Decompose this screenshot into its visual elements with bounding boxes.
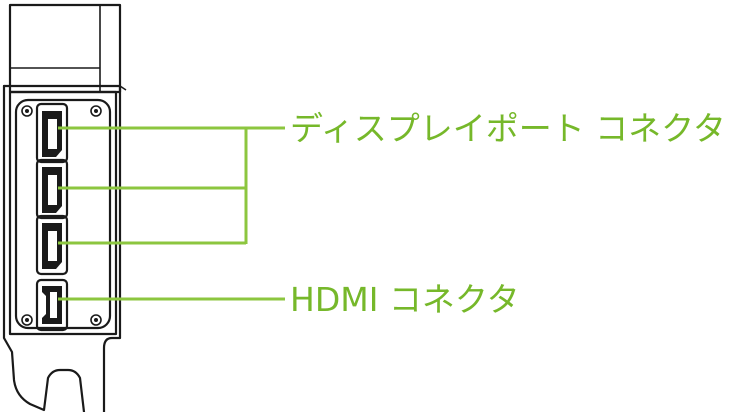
- displayport-connector-icon: [35, 102, 69, 164]
- bracket-inner-panel: [14, 98, 112, 330]
- card-shroud: [8, 3, 122, 94]
- io-bracket: [2, 84, 127, 412]
- displayport-connector-label: ディスプレイポート コネクタ: [290, 109, 726, 148]
- displayport-callout-lines: [58, 126, 285, 245]
- displayport-connector-icon: [35, 214, 69, 276]
- hdmi-connector-label: HDMI コネクタ: [290, 280, 520, 319]
- screw-icon: [90, 314, 102, 326]
- screw-icon: [21, 314, 33, 326]
- screw-icon: [90, 105, 102, 117]
- screw-icon: [21, 105, 33, 117]
- hdmi-connector-icon: [35, 278, 69, 332]
